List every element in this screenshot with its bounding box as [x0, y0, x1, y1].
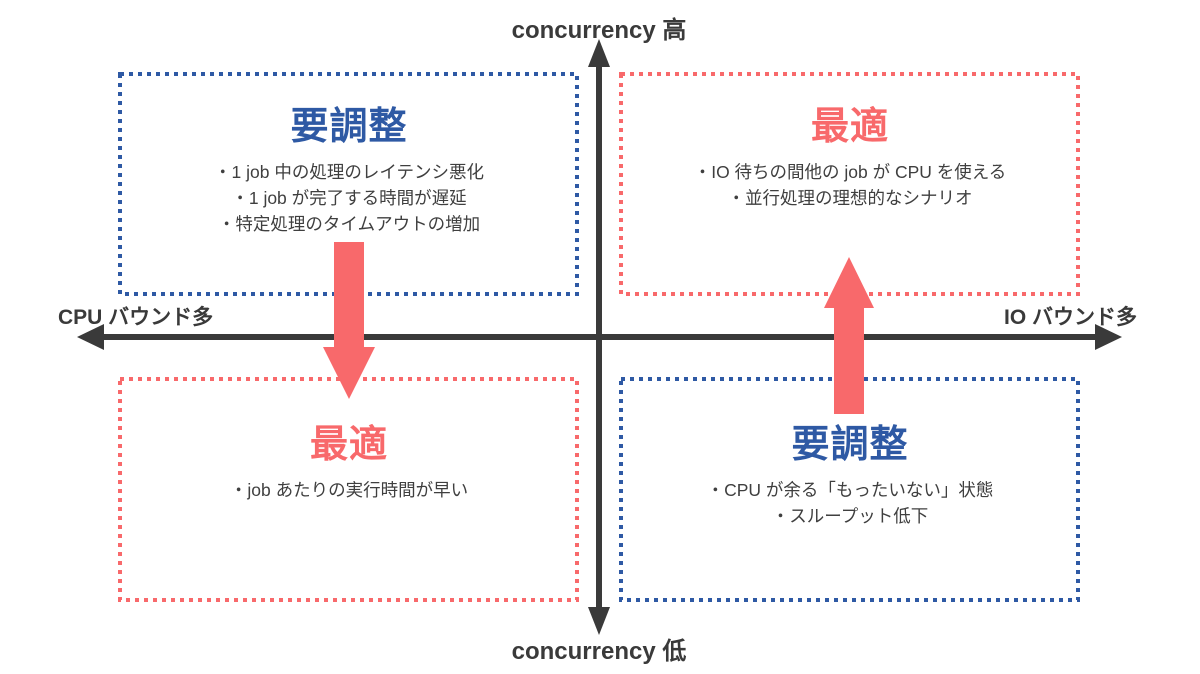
axis-arrowhead-right-icon: [1095, 324, 1122, 350]
bullet-item: ・並行処理の理想的なシナリオ: [727, 187, 973, 208]
bullet-item: ・job あたりの実行時間が早い: [229, 479, 469, 500]
quadrant-border-top-left: [118, 72, 579, 296]
axis-label-concurrency-low: concurrency 低: [511, 638, 687, 665]
axis-label-cpu-bound: CPU バウンド多: [58, 306, 214, 329]
quadrant-title: 要調整: [791, 424, 909, 466]
axis-arrowhead-down-icon: [588, 607, 610, 635]
quadrant-border-top-right: [619, 72, 1080, 296]
quadrant-bottom-right: 要調整 ・CPU が余る「もったいない」状態 ・スループット低下: [621, 380, 1079, 529]
flow-arrow-down-icon: [323, 242, 375, 399]
quadrant-bottom-left: 最適 ・job あたりの実行時間が早い: [120, 380, 578, 503]
bullet-item: ・1 job 中の処理のレイテンシ悪化: [214, 161, 484, 182]
quadrant-title: 最適: [810, 106, 889, 148]
axis-label-io-bound: IO バウンド多: [1003, 306, 1137, 329]
axis-arrowhead-up-icon: [588, 39, 610, 67]
quadrant-title: 要調整: [290, 106, 408, 148]
axis-label-concurrency-high: concurrency 高: [511, 17, 687, 44]
bullet-item: ・特定処理のタイムアウトの増加: [217, 213, 481, 234]
bullet-item: ・スループット低下: [771, 505, 929, 526]
quadrant-top-right: 最適 ・IO 待ちの間他の job が CPU を使える ・並行処理の理想的なシ…: [621, 72, 1079, 211]
flow-arrow-up-icon: [824, 257, 874, 414]
axis-arrowhead-left-icon: [77, 324, 104, 350]
bullet-item: ・CPU が余る「もったいない」状態: [706, 479, 994, 500]
bullet-item: ・IO 待ちの間他の job が CPU を使える: [693, 161, 1007, 182]
bullet-item: ・1 job が完了する時間が遅延: [231, 187, 467, 208]
quadrant-title: 最適: [309, 424, 388, 466]
quadrant-top-left: 要調整 ・1 job 中の処理のレイテンシ悪化 ・1 job が完了する時間が遅…: [120, 72, 578, 237]
